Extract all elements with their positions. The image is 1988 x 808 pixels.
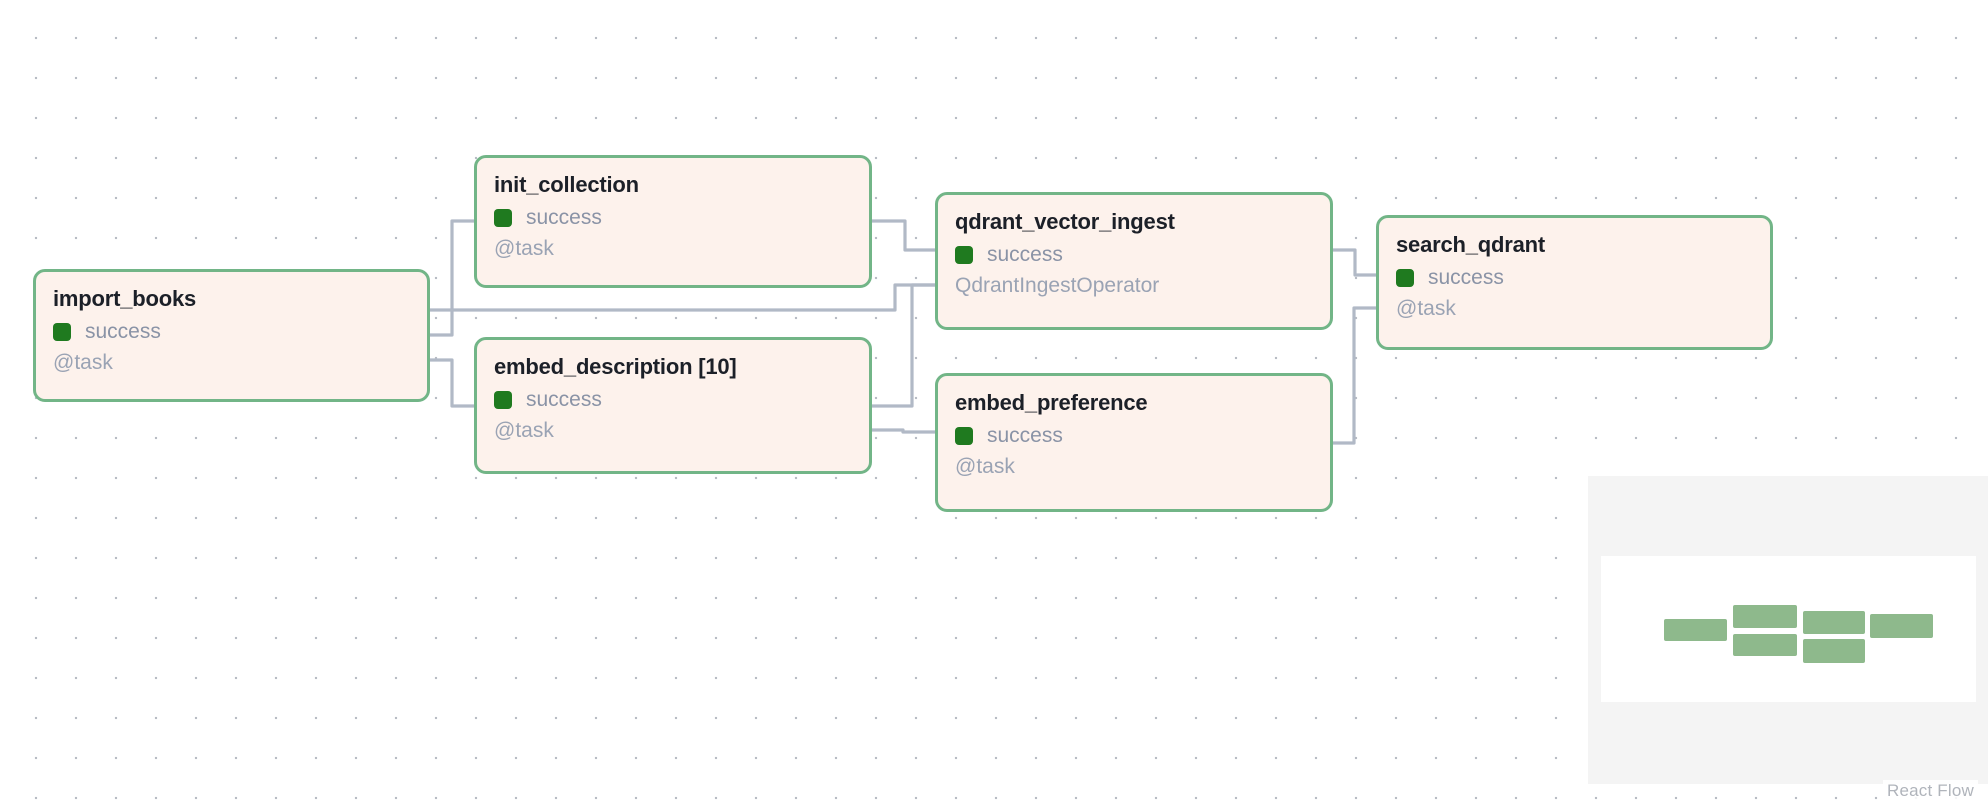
status-success-icon [1396, 268, 1414, 287]
node-meta-label: @task [53, 351, 113, 375]
edge-import_books-embed_description [430, 358, 474, 408]
node-status-row: success [494, 207, 852, 228]
minimap-node-search_qdrant [1870, 614, 1933, 638]
node-title: import_books [53, 286, 197, 311]
node-search_qdrant[interactable]: search_qdrant success @task [1376, 215, 1773, 350]
minimap-node-qdrant_vector_ingest [1803, 611, 1865, 634]
status-success-icon [494, 208, 512, 227]
node-embed_preference[interactable]: embed_preference success @task [935, 373, 1333, 512]
node-title: init_collection [494, 172, 639, 197]
node-status-label: success [85, 320, 161, 344]
node-status-row: success [494, 389, 852, 410]
node-status-label: success [526, 388, 602, 412]
node-status-label: success [1428, 266, 1504, 290]
edge-import_books-init_collection [430, 219, 474, 337]
node-meta-label: @task [494, 237, 554, 261]
status-success-icon [955, 245, 973, 264]
edge-embed_description-embed_preference [872, 428, 935, 434]
node-status-label: success [987, 243, 1063, 267]
node-status-label: success [526, 206, 602, 230]
edge-qdrant_vector_ingest-search_qdrant [1333, 248, 1376, 277]
minimap-node-init_collection [1733, 605, 1797, 628]
edge-init_collection-qdrant_vector_ingest [872, 219, 935, 252]
node-embed_description[interactable]: embed_description [10] success @task [474, 337, 872, 474]
node-qdrant_vector_ingest[interactable]: qdrant_vector_ingest success QdrantInges… [935, 192, 1333, 330]
node-status-row: success [955, 425, 1313, 446]
status-success-icon [53, 322, 71, 341]
edge-embed_description-qdrant_vector_ingest [872, 283, 935, 408]
status-success-icon [955, 426, 973, 445]
node-status-row: success [955, 244, 1313, 265]
status-success-icon [494, 390, 512, 409]
node-import_books[interactable]: import_books success @task [33, 269, 430, 402]
minimap-node-import_books [1664, 619, 1727, 641]
node-meta-label: @task [494, 419, 554, 443]
edge-embed_preference-search_qdrant [1333, 306, 1376, 445]
node-status-label: success [987, 424, 1063, 448]
node-title: search_qdrant [1396, 232, 1546, 257]
node-meta-label: QdrantIngestOperator [955, 274, 1160, 298]
minimap-node-embed_description [1733, 634, 1797, 656]
node-title: embed_preference [955, 390, 1148, 415]
node-meta-label: @task [1396, 297, 1456, 321]
minimap-node-embed_preference [1803, 639, 1865, 663]
node-status-row: success [1396, 267, 1753, 288]
node-meta-label: @task [955, 455, 1015, 479]
node-status-row: success [53, 321, 410, 342]
edge-import_books-qdrant_vector_ingest [430, 283, 935, 312]
node-title: qdrant_vector_ingest [955, 209, 1175, 234]
minimap[interactable] [1588, 476, 1988, 784]
node-init_collection[interactable]: init_collection success @task [474, 155, 872, 288]
react-flow-attribution[interactable]: React Flow [1882, 780, 1978, 802]
node-title: embed_description [10] [494, 354, 737, 379]
